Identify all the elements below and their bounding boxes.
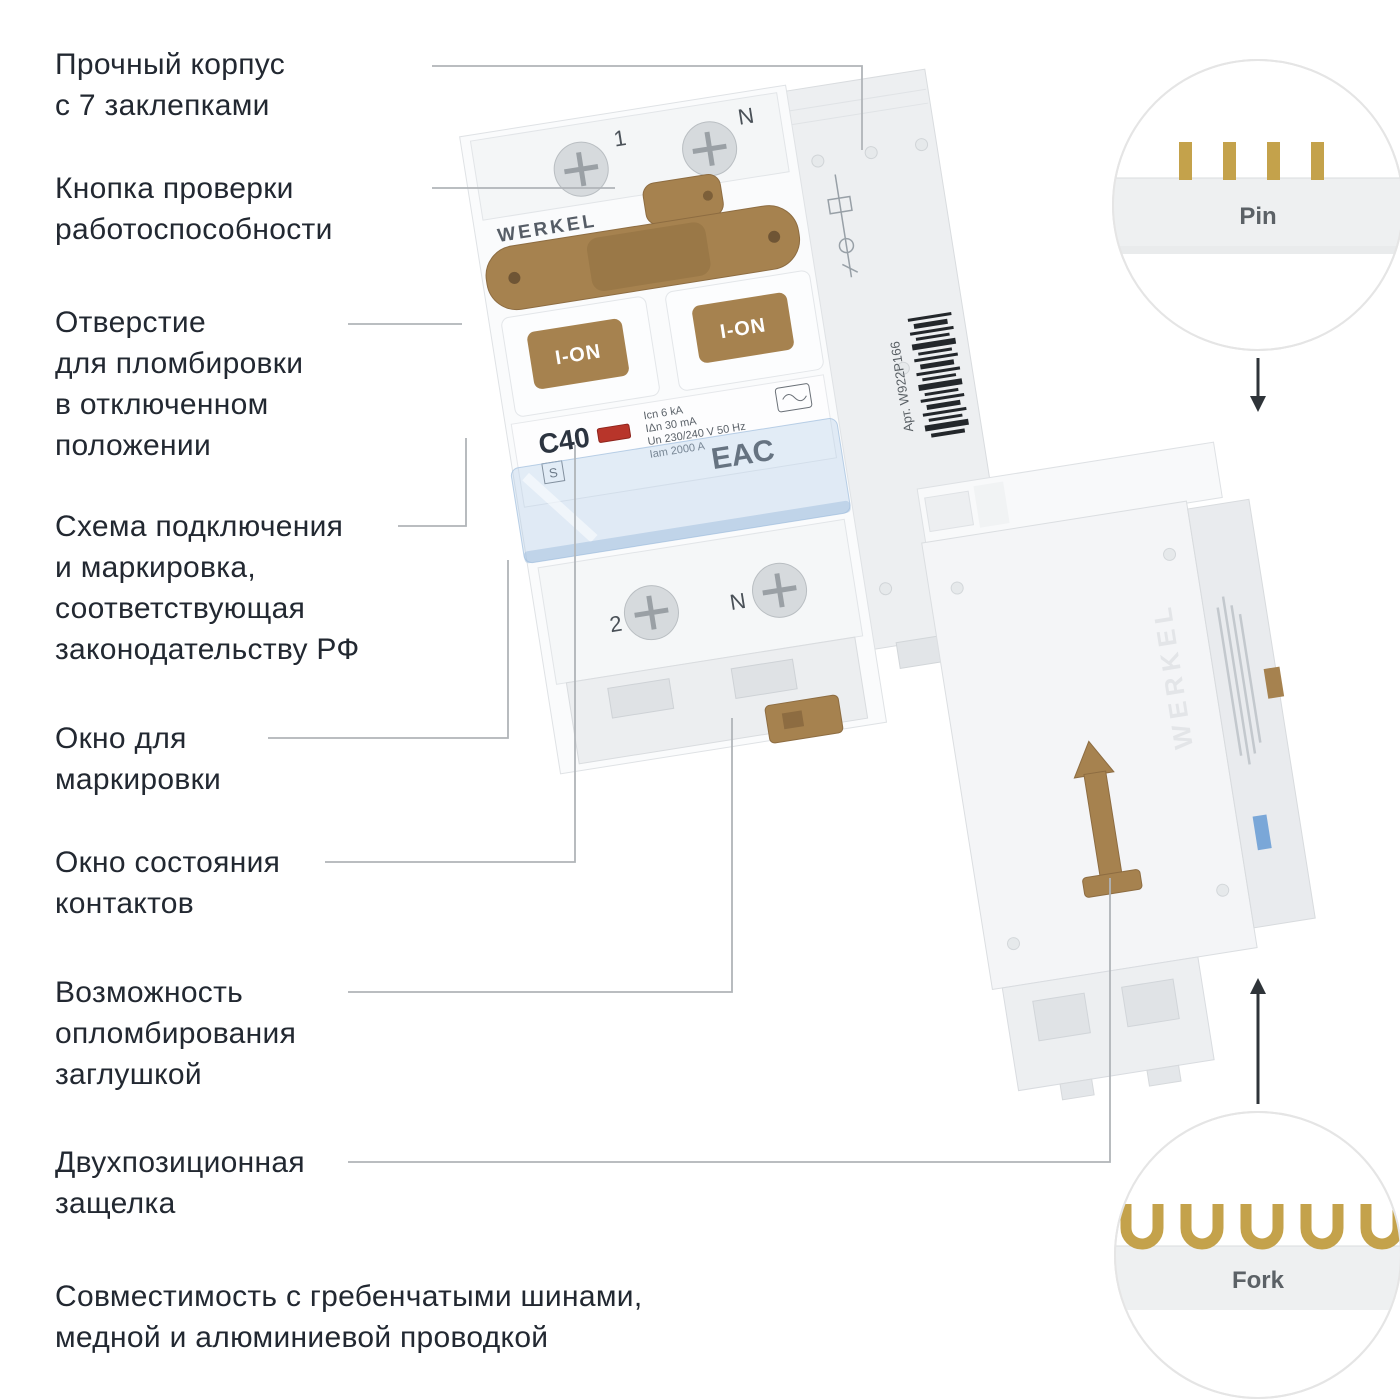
busbar-clip <box>764 694 844 744</box>
feature-label-wiring-diagram: Схема подключения и маркировка, соответс… <box>55 510 360 667</box>
terminal-label-n-top: N <box>736 103 756 130</box>
surge-icon <box>774 383 813 413</box>
rear-side <box>1187 498 1316 929</box>
main-lever <box>485 205 801 311</box>
feature-label-contact-window: Окно состояния контактов <box>55 846 281 921</box>
feature-label-test-button: Кнопка проверки работоспособности <box>55 172 333 247</box>
feature-label-sealing-hole: Отверстие для пломбировки в отключенном … <box>55 306 304 463</box>
wiring-diagram-print <box>827 174 859 278</box>
breaker-rear: WERKEL <box>916 441 1316 1101</box>
feature-label-latch: Двухпозиционная защелка <box>55 1146 305 1221</box>
pin-busbar-pins <box>1179 142 1324 180</box>
leader-line <box>268 560 509 739</box>
fork-label: Fork <box>1232 1267 1285 1294</box>
sealing-hole <box>508 271 521 284</box>
rating-strip <box>510 374 838 508</box>
side-clip <box>1263 666 1285 699</box>
rear-rivets <box>950 547 1230 951</box>
pin-label: Pin <box>1239 203 1276 230</box>
s-mark: S <box>548 465 559 481</box>
terminal-label-n-bottom: N <box>728 588 748 615</box>
barcode <box>907 312 969 438</box>
leader-line <box>348 878 1111 1163</box>
fork-callout: Fork <box>1114 1111 1400 1399</box>
feature-label-durable-housing: Прочный корпус с 7 заклепками <box>55 48 286 123</box>
pin-arrow-icon <box>1250 358 1266 412</box>
leader-lines <box>268 65 1111 1163</box>
pin-callout: Pin <box>1112 59 1400 351</box>
breaker-front: Арт. W922P166 1 N WERKEL <box>459 68 1014 775</box>
din-latch <box>1073 740 1143 898</box>
sealing-hole <box>768 230 781 243</box>
feature-label-marking-window: Окно для маркировки <box>55 722 222 797</box>
sealing-plug-slot <box>607 678 675 719</box>
sealing-plug-slot <box>730 658 798 700</box>
terminal-screw-bottom-right <box>752 562 808 618</box>
blue-sticker <box>1252 814 1272 851</box>
feature-label-sealing-plug: Возможность опломбирования заглушкой <box>55 976 297 1092</box>
leader-line <box>325 445 576 863</box>
terminal-label-1: 1 <box>612 125 628 152</box>
terminal-screw-bottom-left <box>623 585 679 641</box>
test-button <box>642 173 724 226</box>
marking-window <box>510 417 851 564</box>
fork-busbar-forks <box>1120 1204 1400 1250</box>
feature-label-busbar-compatibility: Совместимость с гребенчатыми шинами, мед… <box>55 1280 643 1355</box>
leader-line <box>432 65 863 150</box>
fork-arrow-icon <box>1250 978 1266 1104</box>
side-label-text <box>1216 596 1262 765</box>
leader-line <box>398 438 467 527</box>
contact-state-window <box>596 423 632 443</box>
leader-line <box>348 718 733 993</box>
terminal-screw-top-left <box>553 141 609 197</box>
terminal-label-2: 2 <box>608 611 624 638</box>
